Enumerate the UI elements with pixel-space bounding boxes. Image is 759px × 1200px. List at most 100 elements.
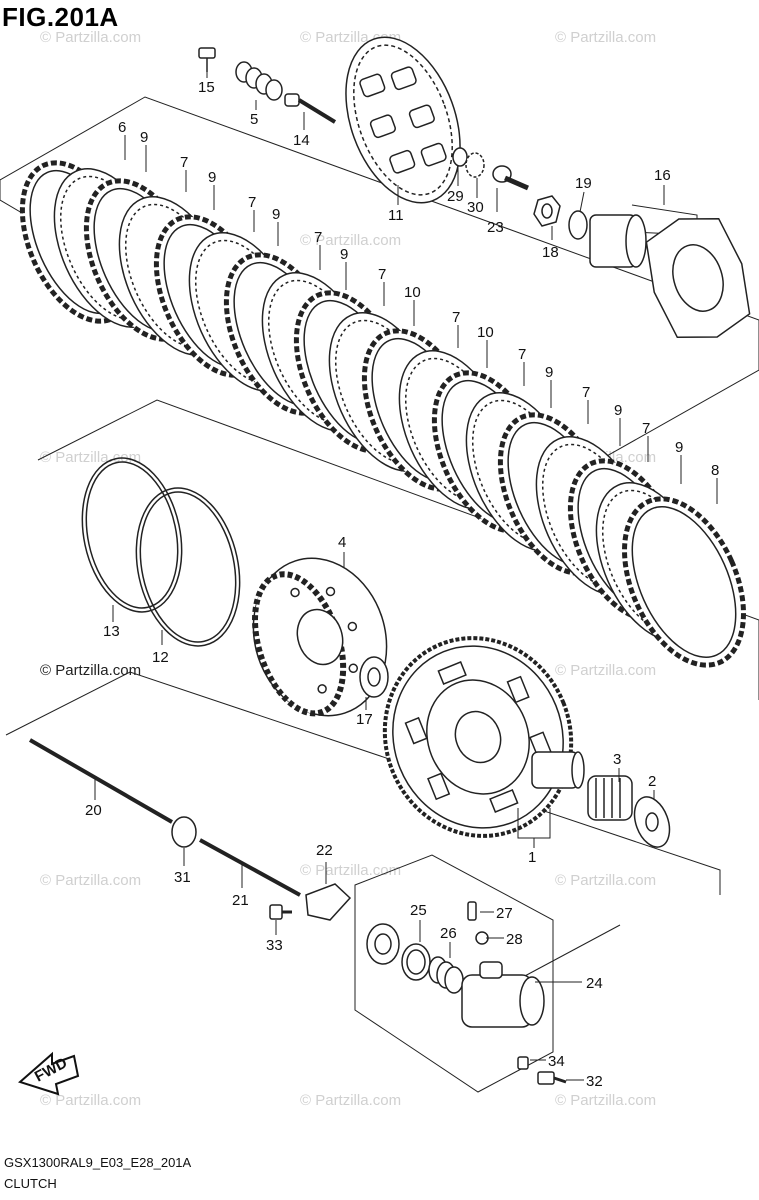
callout-34: 34 bbox=[548, 1053, 565, 1070]
bolt-32 bbox=[537, 1071, 567, 1085]
callout-31: 31 bbox=[174, 869, 191, 886]
callout-5: 5 bbox=[250, 111, 258, 128]
clutch-sleeve-hub-nut bbox=[533, 195, 561, 227]
callout-10: 10 bbox=[477, 324, 494, 341]
clutch-sleeve-hub-4 bbox=[252, 557, 388, 717]
seal-26 bbox=[401, 943, 431, 981]
washer bbox=[452, 147, 468, 167]
push-rod-group bbox=[28, 738, 352, 921]
watermarks: © Partzilla.com © Partzilla.com © Partzi… bbox=[40, 29, 656, 1109]
seal-group-frame bbox=[37, 399, 759, 700]
clutch-bolt bbox=[198, 47, 216, 72]
bleeder-valve-27 bbox=[467, 901, 477, 921]
callout-6: 6 bbox=[118, 119, 126, 136]
callout-28: 28 bbox=[506, 931, 523, 948]
clutch-plate-stack bbox=[19, 160, 746, 668]
seal-rings bbox=[81, 457, 241, 647]
callout-18: 18 bbox=[542, 244, 559, 261]
oil-seal-31 bbox=[171, 816, 197, 848]
drive-plate-no-8 bbox=[622, 496, 746, 668]
watermark: © Partzilla.com bbox=[555, 872, 656, 889]
callout-23: 23 bbox=[487, 219, 504, 236]
copyright-notice: © Partzilla.com bbox=[40, 662, 142, 679]
watermark: © Partzilla.com bbox=[300, 862, 401, 879]
callout-9: 9 bbox=[545, 364, 553, 381]
figure-title: FIG.201A bbox=[2, 2, 119, 32]
callout-4: 4 bbox=[338, 534, 346, 551]
callout-14: 14 bbox=[293, 132, 310, 149]
bearing bbox=[465, 152, 485, 178]
callout-7: 7 bbox=[518, 346, 526, 363]
push-rod-21 bbox=[199, 838, 301, 897]
watermark: © Partzilla.com bbox=[40, 449, 141, 466]
callout-24: 24 bbox=[586, 975, 603, 992]
clutch-slave-cylinder-group bbox=[366, 901, 567, 1085]
callout-7: 7 bbox=[452, 309, 460, 326]
dowel-pin-34 bbox=[517, 1056, 529, 1070]
watermark: © Partzilla.com bbox=[555, 29, 656, 46]
clutch-spring bbox=[235, 61, 283, 101]
piston-25 bbox=[366, 923, 400, 965]
callout-7: 7 bbox=[314, 229, 322, 246]
spring-26 bbox=[428, 956, 464, 994]
leader-lines bbox=[94, 72, 718, 1081]
callout-29: 29 bbox=[447, 188, 464, 205]
bolt-33 bbox=[269, 904, 292, 920]
callout-19: 19 bbox=[575, 175, 592, 192]
callout-3: 3 bbox=[613, 751, 621, 768]
plate-group-frame bbox=[0, 96, 759, 471]
callout-7: 7 bbox=[248, 194, 256, 211]
washer bbox=[568, 210, 588, 240]
callout-15: 15 bbox=[198, 79, 215, 96]
callout-17: 17 bbox=[356, 711, 373, 728]
callout-22: 22 bbox=[316, 842, 333, 859]
callout-30: 30 bbox=[467, 199, 484, 216]
callout-9: 9 bbox=[208, 169, 216, 186]
callout-13: 13 bbox=[103, 623, 120, 640]
callout-27: 27 bbox=[496, 905, 513, 922]
callout-labels: 6 9 7 9 7 9 7 9 7 10 7 10 7 9 7 9 7 9 8 … bbox=[85, 79, 719, 1090]
callout-7: 7 bbox=[642, 420, 650, 437]
washer-2-hole bbox=[645, 812, 659, 832]
callout-9: 9 bbox=[614, 402, 622, 419]
callout-25: 25 bbox=[410, 902, 427, 919]
push-rod-20 bbox=[28, 738, 174, 824]
forward-arrow-icon: FWD bbox=[18, 1051, 80, 1096]
callout-7: 7 bbox=[378, 266, 386, 283]
o-ring-13 bbox=[81, 457, 183, 613]
watermark: © Partzilla.com bbox=[555, 1092, 656, 1109]
clutch-spring-plate bbox=[645, 217, 751, 339]
pressure-plate-group bbox=[198, 36, 751, 339]
slave-cylinder-frame bbox=[354, 854, 554, 1093]
callout-7: 7 bbox=[582, 384, 590, 401]
callout-9: 9 bbox=[675, 439, 683, 456]
callout-16: 16 bbox=[654, 167, 671, 184]
callout-10: 10 bbox=[404, 284, 421, 301]
callout-11: 11 bbox=[388, 207, 404, 224]
needle-bearing bbox=[587, 775, 633, 821]
pressure-plate bbox=[345, 36, 461, 204]
spring-holder-bolt bbox=[284, 93, 337, 124]
watermark: © Partzilla.com bbox=[40, 872, 141, 889]
watermark: © Partzilla.com bbox=[40, 1092, 141, 1109]
model-code: GSX1300RAL9_E03_E28_201A bbox=[4, 1155, 192, 1170]
primary-driven-gear-assembly bbox=[382, 636, 574, 838]
callout-32: 32 bbox=[586, 1073, 603, 1090]
callout-12: 12 bbox=[152, 649, 169, 666]
thrust-washer-hole bbox=[367, 667, 381, 687]
slave-cylinder-body-24 bbox=[461, 961, 545, 1028]
figure-caption: CLUTCH bbox=[4, 1176, 57, 1191]
callout-9: 9 bbox=[340, 246, 348, 263]
callout-33: 33 bbox=[266, 937, 283, 954]
watermark: © Partzilla.com bbox=[40, 29, 141, 46]
callout-20: 20 bbox=[85, 802, 102, 819]
callout-1: 1 bbox=[528, 849, 536, 866]
callout-21: 21 bbox=[232, 892, 249, 909]
watermark: © Partzilla.com bbox=[300, 1092, 401, 1109]
o-ring-12 bbox=[135, 487, 241, 647]
callout-8: 8 bbox=[711, 462, 719, 479]
spacer bbox=[531, 751, 585, 789]
clutch-hub-group bbox=[252, 557, 671, 848]
o-ring-12-inner bbox=[139, 491, 237, 643]
